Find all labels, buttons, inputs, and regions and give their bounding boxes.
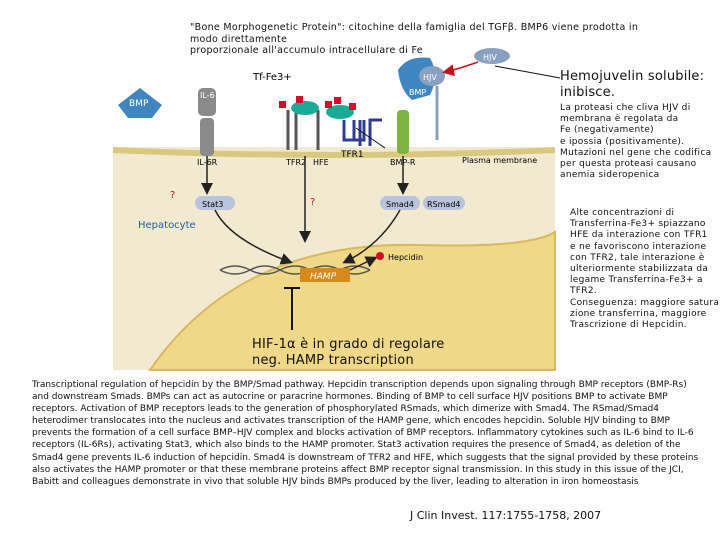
fe-4 xyxy=(349,103,356,110)
nucleus xyxy=(148,230,556,371)
hepatocyte-label: Hepatocyte xyxy=(138,220,196,231)
caption-text: Transcriptional regulation of hepcidin b… xyxy=(32,380,699,487)
il6-ligand xyxy=(198,88,216,116)
hepcidin-pathway-diagram: BMP IL-6 IL-6R Tf-Fe3+ TFR2 HFE TFR1 BMP… xyxy=(112,48,561,371)
hjv-detail-note: La proteasi che cliva HJV di membrana è … xyxy=(560,103,712,181)
tfr2-label: TFR2 xyxy=(285,158,306,167)
smad4-box xyxy=(380,196,420,210)
rsmad4-box xyxy=(423,196,465,210)
tfr2-receptor xyxy=(286,110,298,150)
smad-to-hamp-arrow xyxy=(342,209,401,264)
hepcidin-dot xyxy=(376,252,384,260)
figure-caption: Transcriptional regulation of hepcidin b… xyxy=(32,379,704,488)
hjv-soluble xyxy=(474,48,510,64)
smad4-label: Smad4 xyxy=(386,200,414,209)
stat3-to-hamp-arrow xyxy=(214,209,293,265)
bmp-receptor xyxy=(397,110,409,154)
hjv-callout-line xyxy=(494,65,561,79)
hjv-inhibition-arrow xyxy=(442,61,479,77)
hamp-label: HAMP xyxy=(310,272,337,282)
tfr1-callout-line xyxy=(355,127,386,149)
rsmad4-label: RSmad4 xyxy=(427,200,461,209)
hjv-bound xyxy=(419,66,445,86)
il6-label: IL-6 xyxy=(200,91,215,100)
transferrin-1 xyxy=(291,101,319,115)
bmp-ligand-left xyxy=(118,88,162,118)
stat3-label: Stat3 xyxy=(202,200,223,209)
hepcidin-label: Hepcidin xyxy=(388,253,423,262)
hif-inhibition-mark xyxy=(284,287,300,330)
question-mark-1: ? xyxy=(170,190,175,201)
bmp-left-label: BMP xyxy=(129,99,149,109)
transferrin-2 xyxy=(326,105,354,119)
plasma-membrane-label: Plasma membrane xyxy=(462,156,537,165)
hamp-to-hepcidin-arrow xyxy=(349,256,378,271)
hfe-label: HFE xyxy=(313,158,329,167)
citation: J Clin Invest. 117:1755-1758, 2007 xyxy=(410,509,602,522)
question-mark-2: ? xyxy=(310,197,315,208)
hjv-bound-label: HJV xyxy=(423,73,437,82)
fe-1 xyxy=(279,101,286,108)
top-note: "Bone Morphogenetic Protein": citochine … xyxy=(190,22,639,57)
tfr1-label: TFR1 xyxy=(340,150,364,160)
fe-2 xyxy=(296,96,303,103)
il6-receptor xyxy=(200,118,214,156)
hif-note: HIF-1α è in grado di regolare neg. HAMP … xyxy=(252,337,445,368)
stat3-box xyxy=(195,196,235,210)
tf-fe-label: Tf-Fe3+ xyxy=(252,72,292,83)
hjv-title-note: Hemojuvelin solubile: inibisce. xyxy=(560,69,705,100)
hjv-small-label: HJV xyxy=(483,53,497,62)
fe-5 xyxy=(334,97,341,104)
tfr1-receptor xyxy=(342,118,382,146)
bmp-bound-label: BMP xyxy=(409,88,426,97)
hamp-gene xyxy=(300,268,350,282)
plasma-membrane-band xyxy=(112,147,556,158)
tfr-detail-note: Alte concentrazioni di Transferrina-Fe3+… xyxy=(570,208,720,331)
fe-3 xyxy=(325,101,332,108)
